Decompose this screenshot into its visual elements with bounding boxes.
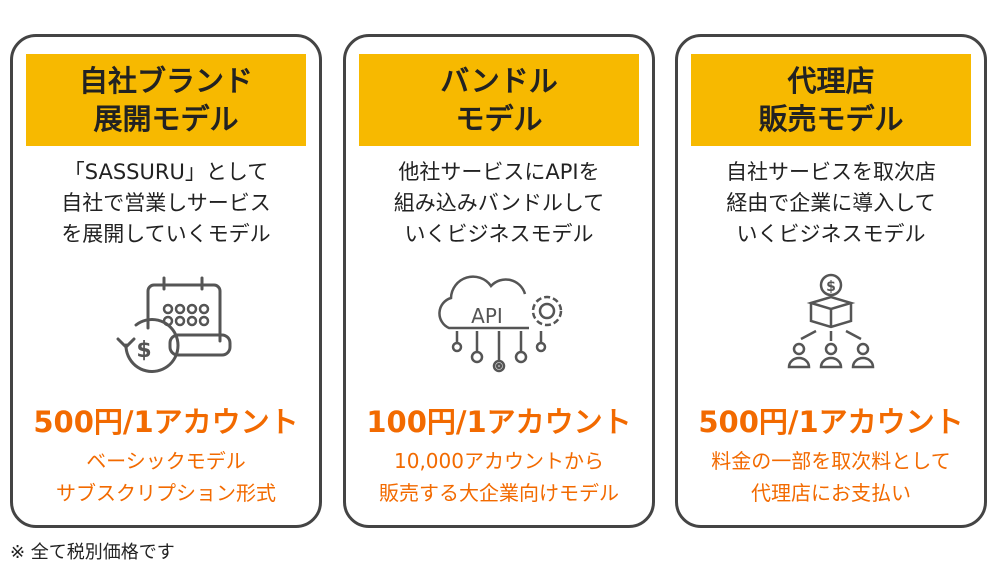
note-line: サブスクリプション形式 — [56, 481, 276, 505]
title-line: 代理店 — [787, 64, 875, 98]
card-own-brand: 自社ブランド展開モデル 「SASSURU」として自社で営業しサービスを展開してい… — [10, 34, 322, 528]
desc-line: 経由で企業に導入して — [726, 191, 936, 215]
desc-line: 自社で営業しサービス — [61, 191, 271, 215]
desc-line: 自社サービスを取次店 — [726, 160, 936, 184]
price: 100円/1アカウント — [366, 405, 632, 439]
desc-line: を展開していくモデル — [61, 222, 271, 246]
card-agency: 代理店販売モデル 自社サービスを取次店経由で企業に導入していくビジネスモデル $… — [675, 34, 987, 528]
title-line: 自社ブランド — [78, 64, 253, 98]
svg-text:$: $ — [826, 279, 836, 295]
cloud-api-icon: API — [438, 275, 563, 373]
title-line: モデル — [455, 102, 543, 136]
card-header: 自社ブランド展開モデル — [26, 54, 306, 146]
note-line: 10,000アカウントから — [394, 449, 604, 473]
card-description: 自社サービスを取次店経由で企業に導入していくビジネスモデル — [678, 157, 984, 250]
title-line: 展開モデル — [93, 102, 239, 136]
price-note: 料金の一部を取次料として代理店にお支払い — [678, 445, 984, 509]
calendar-dollar-icon: $ — [116, 276, 232, 373]
card-description: 他社サービスにAPIを組み込みバンドルしていくビジネスモデル — [346, 157, 652, 250]
note-line: 代理店にお支払い — [751, 481, 911, 505]
card-header: 代理店販売モデル — [691, 54, 971, 146]
desc-line: 他社サービスにAPIを — [398, 160, 600, 184]
footnote: ※ 全て税別価格です — [10, 542, 175, 563]
card-description: 「SASSURU」として自社で営業しサービスを展開していくモデル — [13, 157, 319, 250]
api-label: API — [471, 304, 503, 328]
desc-line: いくビジネスモデル — [736, 222, 926, 246]
note-line: ベーシックモデル — [86, 449, 246, 473]
note-line: 料金の一部を取次料として — [711, 449, 951, 473]
desc-line: 「SASSURU」として — [63, 160, 269, 184]
card-bundle: バンドルモデル 他社サービスにAPIを組み込みバンドルしていくビジネスモデル A… — [343, 34, 655, 528]
price-note: 10,000アカウントから販売する大企業向けモデル — [346, 445, 652, 509]
title-line: バンドル — [440, 64, 558, 98]
desc-line: いくビジネスモデル — [404, 222, 594, 246]
price: 500円/1アカウント — [698, 405, 964, 439]
card-header: バンドルモデル — [359, 54, 639, 146]
svg-text:$: $ — [136, 338, 151, 363]
desc-line: 組み込みバンドルして — [393, 191, 605, 215]
note-line: 販売する大企業向けモデル — [379, 481, 619, 505]
title-line: 販売モデル — [758, 102, 904, 136]
distribution-icon: $ — [787, 273, 875, 369]
price: 500円/1アカウント — [33, 405, 299, 439]
price-note: ベーシックモデルサブスクリプション形式 — [13, 445, 319, 509]
